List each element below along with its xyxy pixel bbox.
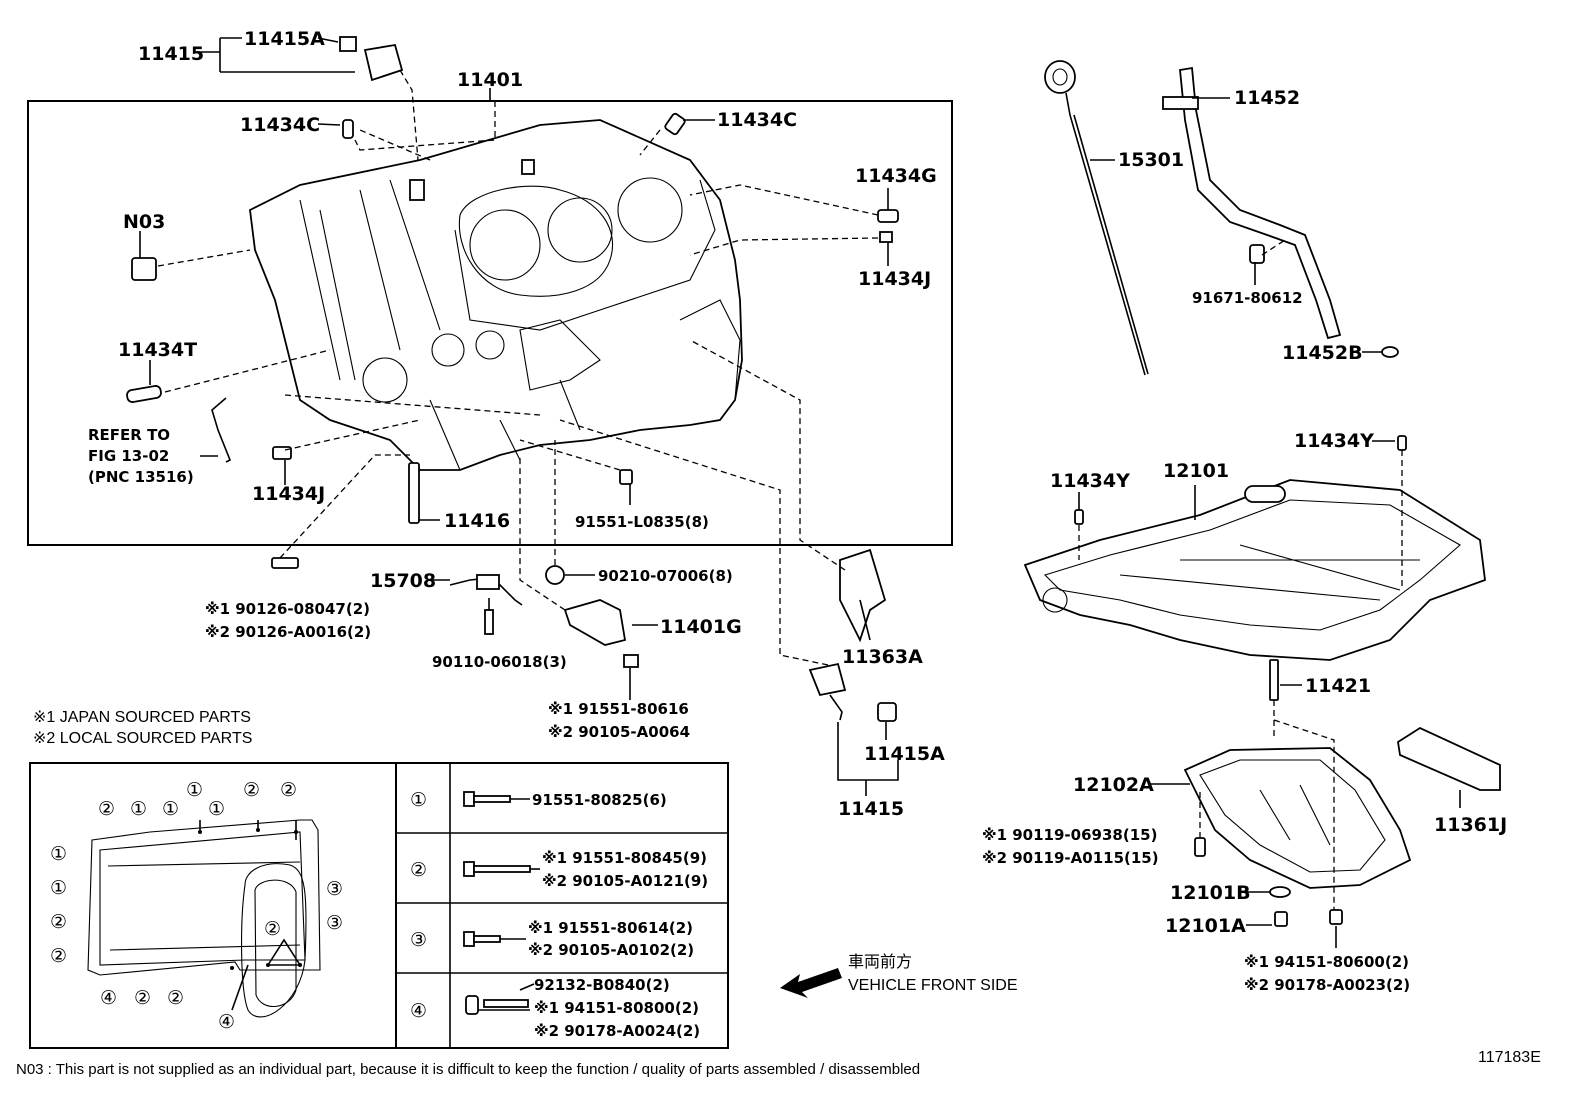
left-arrow-icon [780, 968, 842, 998]
table-r2-line2: ※2 90105-A0121(9) [542, 872, 708, 890]
vehicle-front-en: VEHICLE FRONT SIDE [848, 977, 1018, 994]
table-r4-line2: ※1 94151-80800(2) [534, 999, 699, 1017]
marker-1: ① [162, 798, 179, 820]
marker-3: ③ [326, 912, 343, 934]
marker-2: ② [134, 987, 151, 1009]
label-11361J: 11361J [1434, 814, 1507, 836]
table-r4-line3: ※2 90178-A0024(2) [534, 1022, 700, 1040]
label-91551-L0835: 91551-L0835(8) [575, 513, 709, 531]
small-fasteners [126, 36, 1407, 927]
marker-1: ① [186, 779, 203, 801]
label-90210-07006: 90210-07006(8) [598, 567, 733, 585]
marker-2: ② [50, 945, 67, 967]
table-r2-line1: ※1 91551-80845(9) [542, 849, 707, 867]
label-11434Y-left: 11434Y [1050, 470, 1130, 492]
label-11416: 11416 [444, 510, 510, 532]
label-12102A: 12102A [1073, 774, 1154, 796]
oil-pan-upper-illustration [1023, 479, 1486, 661]
table-r4-line1: 92132-B0840(2) [534, 976, 670, 994]
label-11434G: 11434G [855, 165, 937, 187]
label-11452B: 11452B [1282, 342, 1363, 364]
table-marker-1: ① [410, 789, 427, 811]
cylinder-block-illustration [249, 119, 743, 471]
label-11434Y-right: 11434Y [1294, 430, 1374, 452]
label-15301: 15301 [1118, 149, 1184, 171]
marker-2: ② [264, 918, 281, 940]
refer-line-1: REFER TO [88, 426, 170, 444]
label-11434C-right: 11434C [717, 109, 797, 131]
figure-id: 117183E [1478, 1049, 1541, 1066]
label-91671-80612: 91671-80612 [1192, 289, 1303, 307]
label-11421: 11421 [1305, 675, 1371, 697]
marker-1: ① [50, 877, 67, 899]
marker-4: ④ [100, 987, 117, 1009]
label-12101: 12101 [1163, 460, 1229, 482]
dipstick-illustration [1044, 60, 1149, 376]
label-11401: 11401 [457, 69, 523, 91]
marker-1: ① [208, 798, 225, 820]
label-11415A: 11415A [244, 28, 325, 50]
refer-line-3: (PNC 13516) [88, 468, 194, 486]
label-11434C-left: 11434C [240, 114, 320, 136]
label-91551-80616: ※1 91551-80616 [548, 700, 689, 718]
label-15708: 15708 [370, 570, 436, 592]
label-12101B: 12101B [1170, 882, 1251, 904]
label-11434J-left: 11434J [252, 483, 325, 505]
label-11363A: 11363A [842, 646, 923, 668]
footnote-n03: N03 : This part is not supplied as an in… [16, 1061, 920, 1078]
label-N03: N03 [123, 211, 165, 233]
label-11434J-right: 11434J [858, 268, 931, 290]
table-marker-4: ④ [410, 1000, 427, 1022]
label-90105-A0064: ※2 90105-A0064 [548, 723, 690, 741]
label-90110-06018: 90110-06018(3) [432, 653, 567, 671]
table-r3-line2: ※2 90105-A0102(2) [528, 941, 694, 959]
marker-1: ① [50, 843, 67, 865]
marker-2: ② [167, 987, 184, 1009]
label-90119-A0115: ※2 90119-A0115(15) [982, 849, 1159, 867]
label-12101A: 12101A [1165, 915, 1246, 937]
marker-2: ② [50, 911, 67, 933]
marker-2: ② [98, 798, 115, 820]
table-marker-2: ② [410, 859, 427, 881]
marker-2: ② [280, 779, 297, 801]
label-90178-A0023: ※2 90178-A0023(2) [1244, 976, 1410, 994]
bolt-location-panel [29, 762, 729, 1049]
label-11415A-lower: 11415A [864, 743, 945, 765]
table-r1-line1: 91551-80825(6) [532, 791, 667, 809]
marker-2: ② [243, 779, 260, 801]
label-90126-A0016: ※2 90126-A0016(2) [205, 623, 371, 641]
note-local-sourced: ※2 LOCAL SOURCED PARTS [33, 730, 252, 747]
leader-lines [139, 37, 1461, 948]
marker-3: ③ [326, 878, 343, 900]
label-11415: 11415 [138, 43, 204, 65]
vehicle-front-jp: 車両前方 [848, 953, 912, 971]
refer-line-2: FIG 13-02 [88, 447, 169, 465]
label-90119-06938: ※1 90119-06938(15) [982, 826, 1157, 844]
table-r3-line1: ※1 91551-80614(2) [528, 919, 693, 937]
marker-1: ① [130, 798, 147, 820]
marker-4: ④ [218, 1011, 235, 1033]
label-11415-lower: 11415 [838, 798, 904, 820]
baffle-plate-illustration [1397, 726, 1501, 791]
label-11434T: 11434T [118, 339, 197, 361]
dipstick-guide-illustration [1162, 66, 1342, 340]
note-japan-sourced: ※1 JAPAN SOURCED PARTS [33, 709, 251, 726]
table-marker-3: ③ [410, 929, 427, 951]
label-11452: 11452 [1234, 87, 1300, 109]
label-94151-80600: ※1 94151-80600(2) [1244, 953, 1409, 971]
label-11401G: 11401G [660, 616, 742, 638]
table-bolt-icons [463, 791, 540, 1015]
label-90126-08047: ※1 90126-08047(2) [205, 600, 370, 618]
oil-pan-lower-illustration [1183, 747, 1412, 889]
